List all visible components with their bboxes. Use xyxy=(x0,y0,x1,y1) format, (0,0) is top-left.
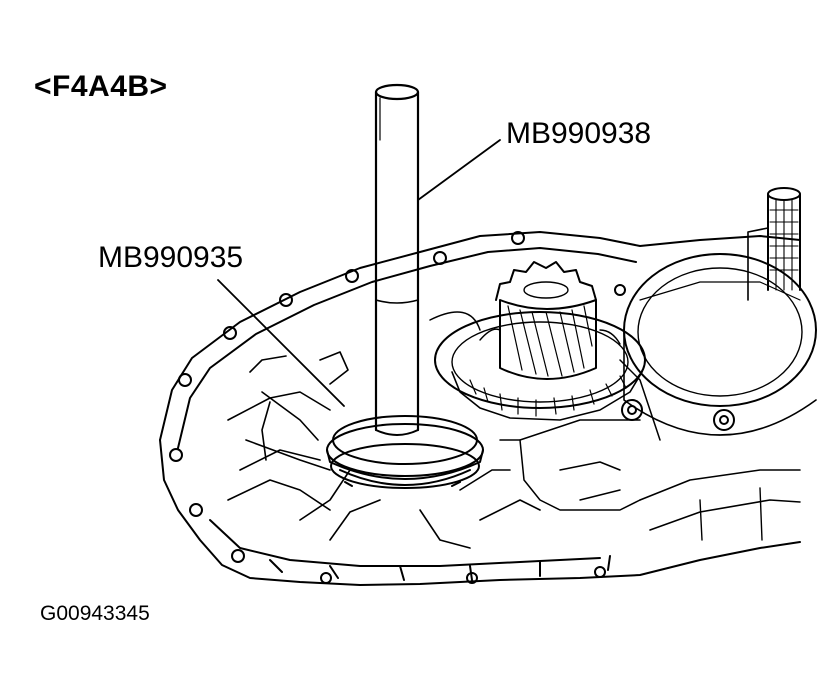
case-detail-lines xyxy=(430,312,660,510)
figure-id: G00943345 xyxy=(40,602,150,625)
case-bottom-flange xyxy=(210,520,600,566)
ring-gear xyxy=(435,312,645,420)
callout-mb990935: MB990935 xyxy=(98,241,244,274)
leader-line-mb990935 xyxy=(218,280,344,406)
case-inner-outline xyxy=(178,248,636,448)
shaft-tool xyxy=(376,85,418,435)
helical-gear xyxy=(480,262,620,379)
transaxle-case xyxy=(160,232,800,585)
case-interior-ribs xyxy=(228,352,540,548)
diagram-title: <F4A4B> xyxy=(34,70,168,103)
flange-bolt-holes xyxy=(170,232,605,583)
case-left-edge xyxy=(160,440,800,585)
leader-line-mb990938 xyxy=(418,140,500,200)
callout-mb990938: MB990938 xyxy=(506,117,652,150)
output-shaft-assembly xyxy=(615,188,816,540)
case-outer-outline xyxy=(160,232,800,440)
case-bolts xyxy=(615,285,734,430)
seal-installer-tool xyxy=(327,416,483,488)
